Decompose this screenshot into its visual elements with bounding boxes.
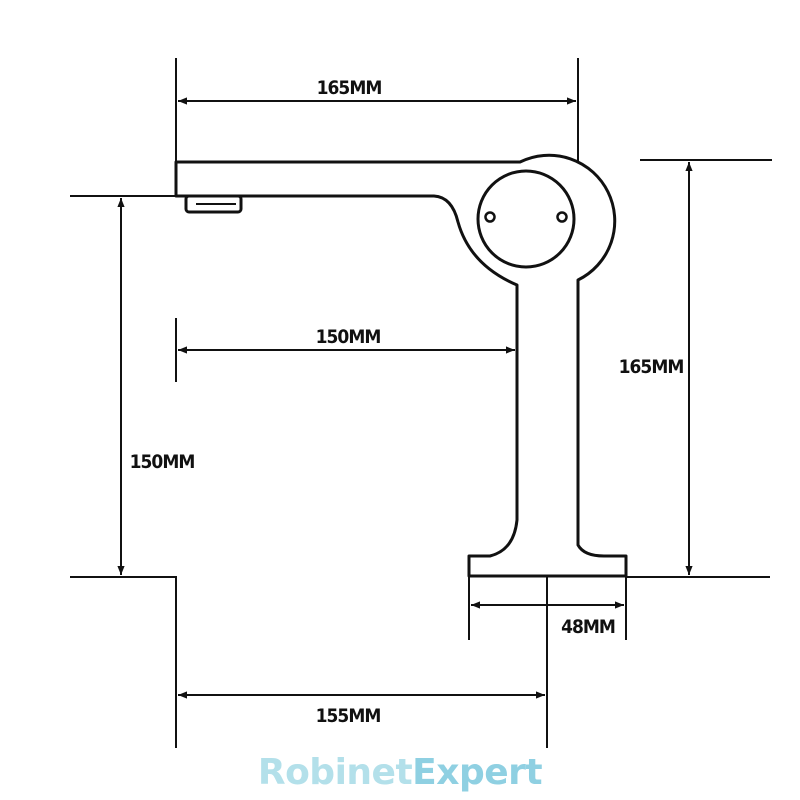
label-spout-height: 150MM — [130, 451, 195, 473]
label-spout-length: 165MM — [317, 77, 382, 99]
label-total-height: 165MM — [619, 356, 684, 378]
dimension-lines — [117, 97, 693, 699]
logo-part-robinet: Robinet — [257, 752, 413, 793]
head-inner-circle — [476, 169, 576, 269]
faucet-outline — [174, 153, 628, 578]
logo-part-expert: Expert — [412, 752, 543, 793]
brand-logo: RobinetExpert — [0, 752, 800, 793]
screw-left-icon — [484, 211, 496, 223]
extension-lines — [175, 58, 627, 640]
screw-right-icon — [556, 211, 568, 223]
label-base-diameter: 48MM — [561, 616, 615, 638]
aerator — [184, 194, 243, 214]
countertop — [70, 159, 772, 748]
label-mount-to-edge: 155MM — [316, 705, 381, 727]
label-spout-reach: 150MM — [316, 326, 381, 348]
spout-body — [174, 153, 628, 578]
